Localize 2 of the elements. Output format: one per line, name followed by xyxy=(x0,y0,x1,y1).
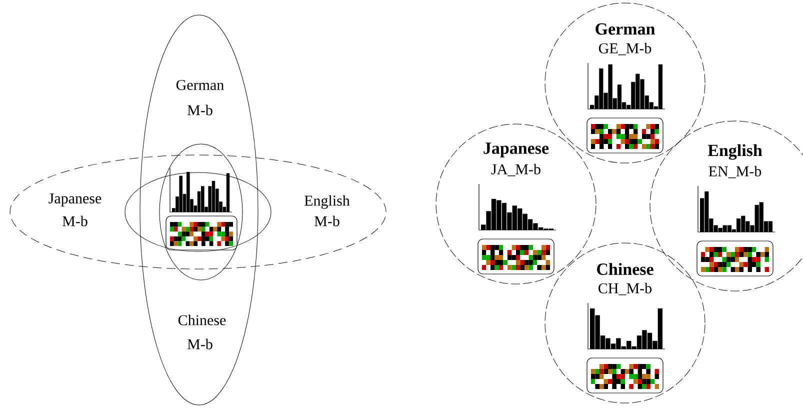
ellipse xyxy=(159,144,243,280)
ellipse xyxy=(124,172,272,252)
